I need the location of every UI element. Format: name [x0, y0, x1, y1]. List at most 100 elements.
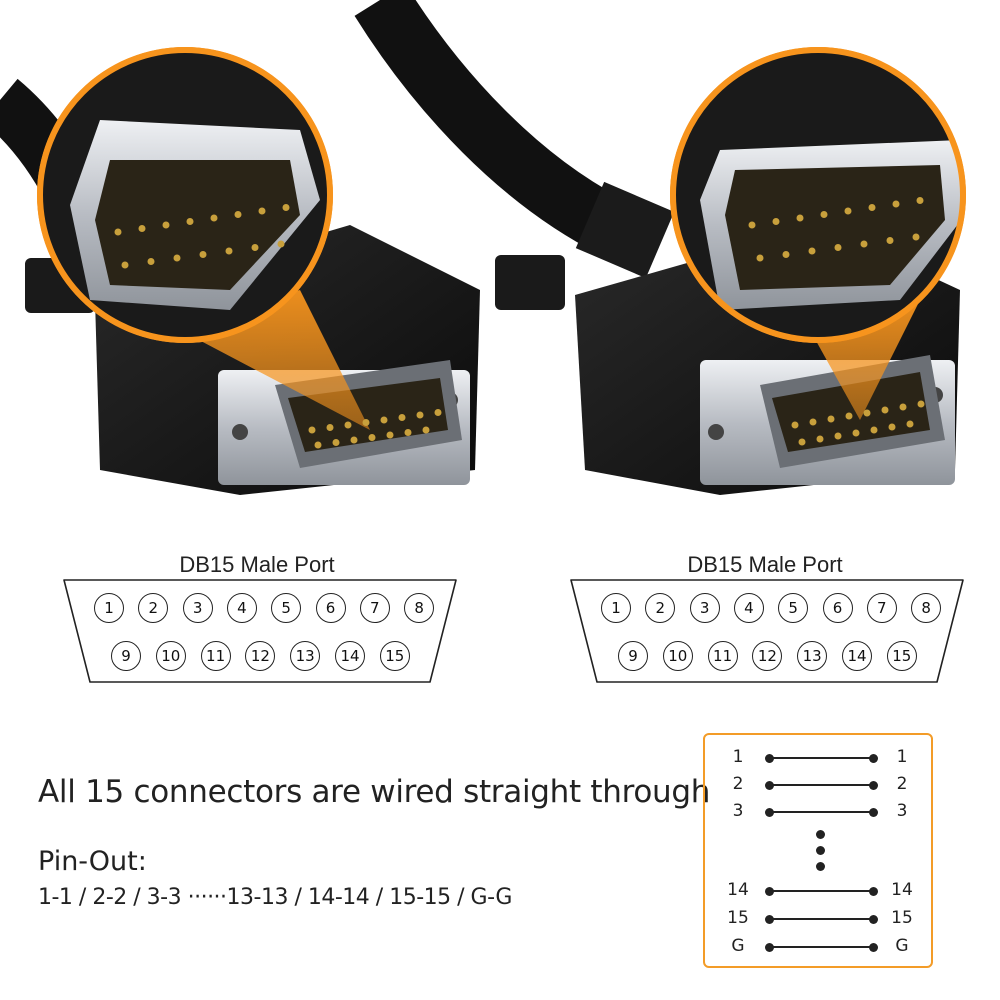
- gold-pin: [147, 258, 155, 265]
- pin-14: 14: [842, 641, 872, 671]
- wire-label-right: 15: [891, 908, 913, 928]
- gold-pin: [114, 228, 122, 236]
- cable-right: [354, 0, 675, 279]
- gold-pin: [809, 418, 817, 426]
- gold-pin: [892, 200, 900, 208]
- magnifier-left: [37, 47, 333, 343]
- pin-11: 11: [707, 641, 738, 671]
- gold-pin: [210, 214, 218, 222]
- wire-endpoint: [764, 807, 774, 817]
- wire-label-right: 1: [896, 747, 908, 767]
- pin-6: 6: [315, 593, 346, 623]
- gold-pin: [326, 424, 334, 431]
- wire-line: [769, 757, 873, 759]
- gold-pin: [870, 426, 878, 434]
- gold-pin: [434, 409, 442, 416]
- gold-pin: [844, 207, 852, 215]
- wire-label-left: 15: [727, 908, 749, 928]
- wire-endpoint: [764, 753, 774, 763]
- ellipsis-dot: [815, 845, 825, 855]
- wire-label-left: G: [731, 936, 745, 956]
- pinout-title: Pin-Out:: [38, 846, 147, 877]
- pin-13: 13: [290, 641, 321, 671]
- gold-pin: [138, 225, 146, 232]
- gold-pin: [332, 439, 340, 446]
- wire-label-right: 14: [891, 880, 913, 900]
- gold-pin: [199, 251, 207, 258]
- pin-10: 10: [155, 641, 186, 671]
- gold-pin: [912, 233, 920, 241]
- pin-7: 7: [359, 593, 390, 623]
- gold-pin: [772, 218, 780, 225]
- gold-pin: [816, 435, 824, 443]
- pin-9: 9: [111, 641, 141, 671]
- wire-line: [769, 946, 873, 948]
- gold-pin: [845, 412, 853, 420]
- wire-line: [769, 784, 873, 786]
- wire-endpoint: [764, 886, 774, 896]
- gold-pin: [404, 429, 412, 436]
- gold-pin: [121, 261, 129, 269]
- gold-pin: [808, 247, 816, 255]
- pin-8: 8: [404, 593, 435, 623]
- pin-1: 1: [94, 593, 124, 623]
- gold-pin: [886, 237, 894, 244]
- gold-pin: [820, 211, 828, 218]
- wire-label-left: 1: [732, 747, 744, 767]
- wire-endpoint: [868, 942, 878, 952]
- gold-pin: [748, 221, 756, 229]
- pin-2: 2: [138, 593, 169, 623]
- gold-pin: [796, 214, 804, 222]
- gold-pin: [173, 254, 181, 262]
- gold-pin: [422, 426, 430, 434]
- pin-12: 12: [245, 641, 276, 671]
- pin-1: 1: [601, 593, 631, 623]
- pin-6: 6: [822, 593, 853, 623]
- gold-pin: [308, 426, 316, 434]
- wire-endpoint: [868, 914, 878, 924]
- gold-pin: [834, 244, 842, 251]
- wire-endpoint: [764, 942, 774, 952]
- wiring-headline: All 15 connectors are wired straight thr…: [38, 774, 711, 810]
- gold-pin: [888, 423, 896, 431]
- pin-10: 10: [662, 641, 693, 671]
- gold-pin: [162, 221, 170, 229]
- wire-line: [769, 811, 873, 813]
- gold-pin: [881, 406, 889, 414]
- magnifier-right: [670, 47, 966, 343]
- wire-endpoint: [868, 807, 878, 817]
- wire-endpoint: [868, 753, 878, 763]
- wire-label-right: 3: [896, 801, 908, 821]
- gold-pin: [791, 421, 799, 429]
- pin-8: 8: [911, 593, 942, 623]
- wire-line: [769, 890, 873, 892]
- gold-pin: [834, 432, 842, 440]
- pin-2: 2: [645, 593, 676, 623]
- gold-pin: [282, 204, 290, 211]
- pin-9: 9: [618, 641, 648, 671]
- pin-11: 11: [200, 641, 231, 671]
- wire-label-left: 2: [732, 774, 744, 794]
- gold-pin: [380, 416, 388, 424]
- gold-pin: [798, 438, 806, 446]
- pin-14: 14: [335, 641, 365, 671]
- wire-endpoint: [868, 780, 878, 790]
- wire-label-left: 14: [727, 880, 749, 900]
- ellipsis-dot: [815, 861, 825, 871]
- gold-pin: [362, 419, 370, 426]
- port-title-right: DB15 Male Port: [687, 552, 843, 577]
- gold-pin: [186, 218, 194, 225]
- gold-pin: [860, 240, 868, 248]
- wire-endpoint: [868, 886, 878, 896]
- gold-pin: [782, 251, 790, 258]
- pin-15: 15: [379, 641, 410, 671]
- gold-pin: [251, 244, 259, 251]
- gold-pin: [917, 400, 925, 408]
- port-title-left: DB15 Male Port: [179, 552, 335, 577]
- pin-13: 13: [797, 641, 828, 671]
- gold-pin: [314, 441, 322, 449]
- gold-pin: [916, 197, 924, 204]
- pinout-mapping: 1-1 / 2-2 / 3-3 ······13-13 / 14-14 / 15…: [38, 885, 512, 910]
- gold-pin: [906, 420, 914, 428]
- wire-label-right: G: [895, 936, 909, 956]
